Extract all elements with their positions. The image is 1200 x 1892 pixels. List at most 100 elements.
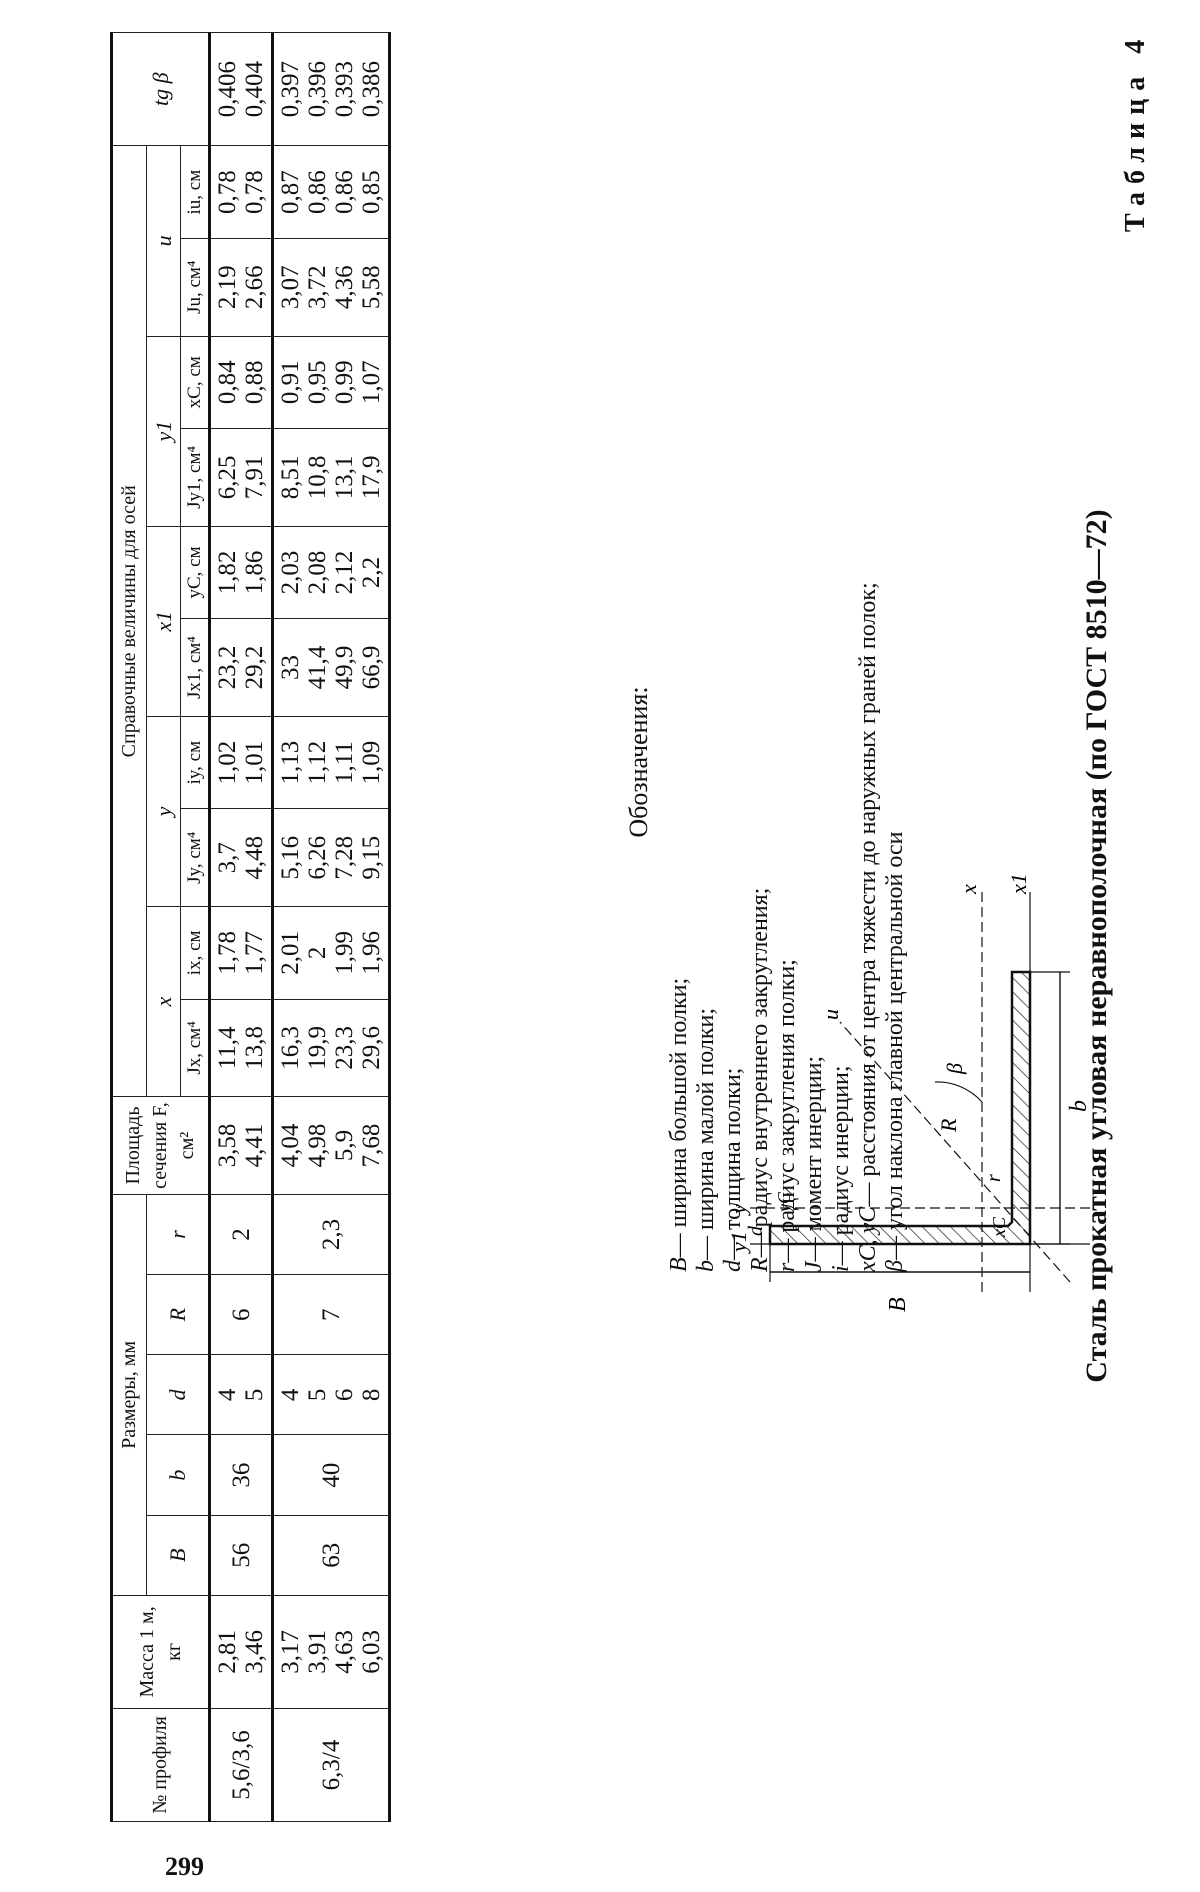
cell-iy: 1,13 1,12 1,11 1,09	[273, 716, 390, 809]
cell-profile: 6,3/4	[273, 1708, 390, 1821]
cell-R: 6	[210, 1275, 273, 1355]
cell-r: 2,3	[273, 1194, 390, 1274]
legend-item: r— радиус закругления полки;	[774, 372, 801, 1272]
col-Jx: Jx, см⁴	[181, 999, 210, 1097]
axis-y-header: y	[147, 716, 181, 906]
label-b: b	[1066, 1100, 1092, 1112]
legend-text: — момент инерции;	[801, 1056, 827, 1261]
cell-r: 2	[210, 1194, 273, 1274]
col-yC: yC, см	[181, 526, 210, 619]
col-ref-group: Справочные величины для осей	[112, 146, 147, 1097]
table-row: 6,3/4 3,17 3,91 4,63 6,03 63 40 4 5 6 8 …	[273, 33, 390, 1822]
legend-symbol: β	[882, 1260, 908, 1272]
page-number: 299	[165, 1852, 204, 1882]
legend-heading: Обозначения:	[625, 372, 652, 1272]
col-Jy1: Jy1, см⁴	[181, 429, 210, 527]
col-d: d	[147, 1355, 210, 1435]
cell-tg-beta: 0,397 0,396 0,393 0,386	[273, 33, 390, 146]
axis-x-header: x	[147, 907, 181, 1097]
cell-ix: 2,01 2 1,99 1,96	[273, 907, 390, 1000]
cell-xC: 0,91 0,95 0,99 1,07	[273, 336, 390, 429]
axis-y1-header: y1	[147, 336, 181, 526]
legend: Обозначения: B— ширина большой полки; b—…	[625, 372, 909, 1272]
legend-item: b— ширина малой полки;	[693, 372, 720, 1272]
label-x: x	[956, 884, 981, 895]
col-area: Площадь сечения F, см²	[112, 1097, 210, 1195]
cell-B: 63	[273, 1515, 390, 1595]
header-row: B b d R r x y x1 y1 u	[147, 33, 181, 1822]
legend-item: i— радиус инерции;	[828, 372, 855, 1272]
col-Jx1: Jx1, см⁴	[181, 619, 210, 717]
legend-symbol: R	[747, 1257, 773, 1272]
cell-b: 36	[210, 1435, 273, 1515]
cell-area: 4,04 4,98 5,9 7,68	[273, 1097, 390, 1195]
cell-profile: 5,6/3,6	[210, 1708, 273, 1821]
legend-symbol: B	[666, 1257, 692, 1272]
cell-d: 4 5	[210, 1355, 273, 1435]
cell-yC: 2,03 2,08 2,12 2,2	[273, 526, 390, 619]
legend-symbol: J	[801, 1261, 827, 1272]
cell-yC: 1,82 1,86	[210, 526, 273, 619]
cell-ix: 1,78 1,77	[210, 907, 273, 1000]
cell-Jy: 5,16 6,26 7,28 9,15	[273, 809, 390, 907]
legend-text: — радиус внутреннего закругления;	[747, 888, 773, 1258]
cell-Ju: 2,19 2,66	[210, 238, 273, 336]
cell-R: 7	[273, 1275, 390, 1355]
legend-item: R— радиус внутреннего закругления;	[747, 372, 774, 1272]
cell-tg-beta: 0,406 0,404	[210, 33, 273, 146]
cell-mass: 3,17 3,91 4,63 6,03	[273, 1595, 390, 1708]
cell-xC: 0,84 0,88	[210, 336, 273, 429]
legend-text: — радиус закругления полки;	[774, 959, 800, 1263]
cell-iy: 1,02 1,01	[210, 716, 273, 809]
legend-item: B— ширина большой полки;	[666, 372, 693, 1272]
cell-mass: 2,81 3,46	[210, 1595, 273, 1708]
cell-Jx1: 23,2 29,2	[210, 619, 273, 717]
cell-iu: 0,78 0,78	[210, 146, 273, 239]
table-label: Таблица 4	[1120, 32, 1152, 232]
cell-Jy: 3,7 4,48	[210, 809, 273, 907]
legend-text: — радиус инерции;	[828, 1065, 854, 1265]
col-tg-beta: tg β	[112, 33, 210, 146]
col-dims-group: Размеры, мм	[112, 1194, 147, 1595]
cell-Ju: 3,07 3,72 4,36 5,58	[273, 238, 390, 336]
legend-symbol: i	[828, 1265, 854, 1272]
legend-item: xC, yC— расстояния от центра тяжести до …	[855, 372, 882, 1272]
header-row: № профиля Масса 1 м, кг Размеры, мм Площ…	[112, 33, 147, 1822]
cell-b: 40	[273, 1435, 390, 1515]
cell-iu: 0,87 0,86 0,86 0,85	[273, 146, 390, 239]
col-iu: iu, см	[181, 146, 210, 239]
col-Jy: Jy, см⁴	[181, 809, 210, 907]
label-x1: x1	[1006, 873, 1031, 895]
angle-steel-table: № профиля Масса 1 м, кг Размеры, мм Площ…	[110, 32, 391, 1822]
legend-text: — толщина полки;	[720, 1068, 746, 1260]
label-beta: β	[942, 1063, 967, 1075]
col-r: r	[147, 1194, 210, 1274]
label-r: r	[983, 1174, 1005, 1182]
legend-symbol: r	[774, 1263, 800, 1272]
axis-x1-header: x1	[147, 526, 181, 716]
legend-text: — угол наклона главной центральной оси	[882, 832, 908, 1261]
col-R: R	[147, 1275, 210, 1355]
legend-symbol: xC, yC	[855, 1207, 881, 1272]
legend-text: — расстояния от центра тяжести до наружн…	[855, 582, 881, 1206]
col-Ju: Ju, см⁴	[181, 238, 210, 336]
cell-Jx: 16,3 19,9 23,3 29,6	[273, 999, 390, 1097]
legend-symbol: d	[720, 1260, 746, 1272]
cell-d: 4 5 6 8	[273, 1355, 390, 1435]
label-B: B	[885, 1297, 911, 1312]
col-xC: xC, см	[181, 336, 210, 429]
cell-Jx: 11,4 13,8	[210, 999, 273, 1097]
col-iy: iy, см	[181, 716, 210, 809]
cell-Jx1: 33 41,4 49,9 66,9	[273, 619, 390, 717]
col-mass: Масса 1 м, кг	[112, 1595, 210, 1708]
legend-text: — ширина малой полки;	[693, 1008, 719, 1260]
cell-Jy1: 6,25 7,91	[210, 429, 273, 527]
axis-u-header: u	[147, 146, 181, 336]
legend-text: — ширина большой полки;	[666, 978, 692, 1257]
cell-Jy1: 8,51 10,8 13,1 17,9	[273, 429, 390, 527]
label-R: R	[936, 1118, 961, 1133]
legend-item: β— угол наклона главной центральной оси	[882, 372, 909, 1272]
label-xC: xC	[989, 1216, 1009, 1238]
col-profile: № профиля	[112, 1708, 210, 1821]
legend-item: J— момент инерции;	[801, 372, 828, 1272]
